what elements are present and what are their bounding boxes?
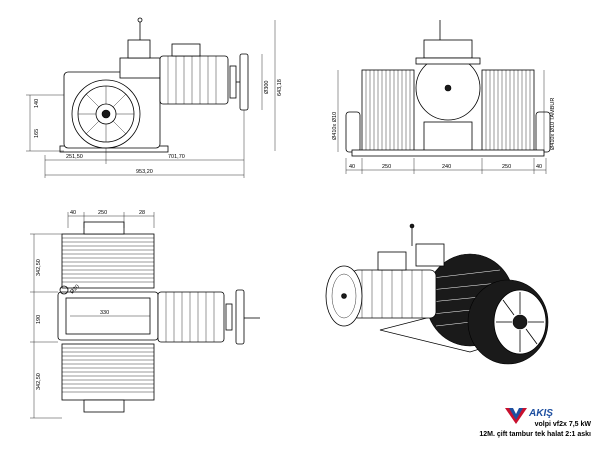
dim-plan-190: 190 [36, 315, 42, 324]
drawing-caption: volpi vf2x 7,5 kW 12M. çift tambur tek h… [479, 404, 591, 440]
dim-40-right: 40 [536, 164, 542, 170]
caption-description: 12M. çift tambur tek halat 2:1 askı [479, 431, 591, 438]
front-elevation-view: Ø410x Ø10 Ø410x Ø10 TAMBUR 40 250 240 25… [332, 20, 556, 174]
dim-40-left: 40 [349, 164, 355, 170]
dim-251-50: 251,50 [66, 154, 83, 160]
dim-643-18: 643,18 [277, 79, 283, 96]
dim-140: 140 [34, 99, 40, 108]
dim-240: 240 [442, 164, 451, 170]
dim-250-left: 250 [382, 164, 391, 170]
dim-250-right: 250 [502, 164, 511, 170]
isometric-view [325, 223, 549, 365]
caption-model: volpi vf2x 7,5 kW [534, 421, 591, 428]
logo-text: AKIŞ [528, 408, 553, 419]
dim-plan-342-bottom: 342,50 [36, 373, 42, 390]
dim-plan-40: 40 [70, 210, 76, 216]
dim-953-20: 953,20 [136, 169, 153, 175]
dim-plan-330: 330 [100, 310, 109, 316]
dim-165: 165 [34, 129, 40, 138]
dim-plan-342-top: 342,50 [36, 259, 42, 276]
dim-plan-28: 28 [139, 210, 145, 216]
dim-d410-tambur: Ø410x Ø10 TAMBUR [550, 98, 556, 150]
dim-plan-250: 250 [98, 210, 107, 216]
dim-plan-d20: Ø20 [69, 284, 81, 296]
akis-logo: AKIŞ [505, 408, 553, 424]
dim-d300: Ø300 [264, 81, 270, 94]
dim-701-70: 701,70 [168, 154, 185, 160]
plan-view: 40 250 28 342,50 190 342,50 330 Ø20 [30, 210, 260, 419]
side-elevation-view: 140 165 251,50 701,70 953,20 Ø300 643,18 [26, 17, 283, 178]
dim-d410-left: Ø410x Ø10 [332, 112, 338, 140]
